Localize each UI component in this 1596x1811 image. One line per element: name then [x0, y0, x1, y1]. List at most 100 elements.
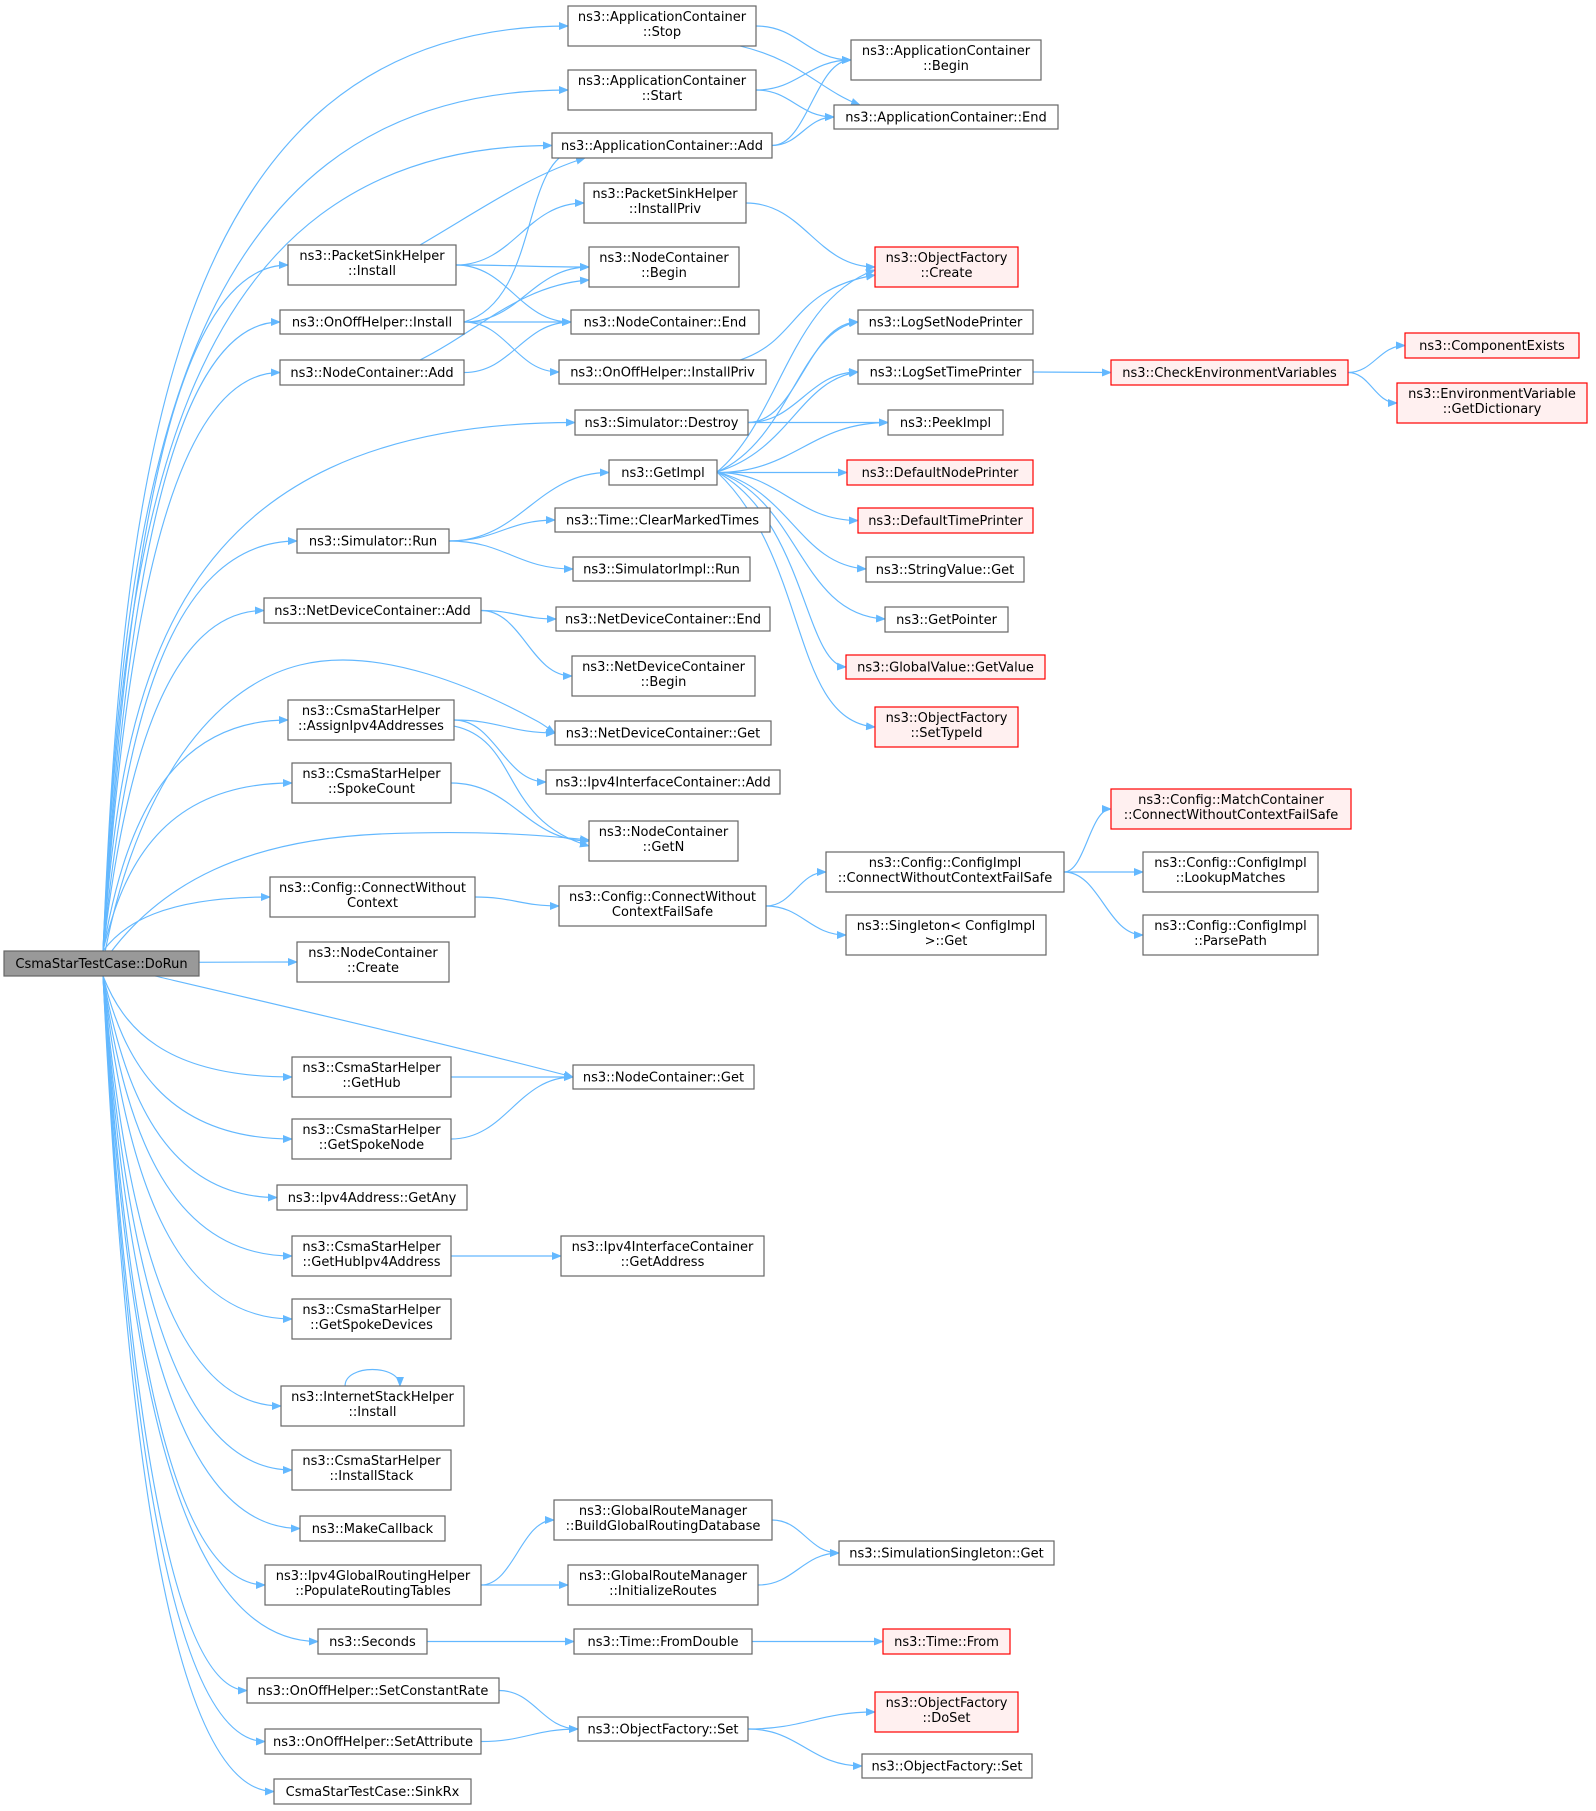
graph-node[interactable]: ns3::EnvironmentVariable::GetDictionary	[1396, 382, 1588, 424]
graph-node[interactable]: ns3::LogSetNodePrinter	[857, 309, 1034, 335]
graph-node[interactable]: ns3::NetDeviceContainer::Get	[554, 720, 772, 746]
graph-node[interactable]: ns3::DefaultNodePrinter	[846, 459, 1034, 486]
graph-node[interactable]: ns3::ComponentExists	[1404, 332, 1580, 359]
node-label: ::GetHub	[342, 1076, 400, 1091]
graph-node[interactable]: ns3::CheckEnvironmentVariables	[1110, 359, 1349, 386]
graph-node[interactable]: ns3::Time::ClearMarkedTimes	[554, 507, 771, 533]
graph-node[interactable]: ns3::OnOffHelper::InstallPriv	[558, 359, 767, 385]
edge-nc_add-to-nc_end	[463, 318, 572, 374]
graph-node[interactable]: ns3::GlobalValue::GetValue	[845, 654, 1046, 680]
graph-node[interactable]: ns3::NetDeviceContainer::Begin	[571, 655, 756, 697]
node-label: ns3::NodeContainer::Get	[583, 1071, 744, 1086]
graph-node[interactable]: ns3::ObjectFactory::DoSet	[874, 1691, 1019, 1733]
node-box	[833, 104, 1059, 130]
graph-node[interactable]: ns3::Config::ConfigImpl::ParsePath	[1142, 914, 1319, 956]
graph-node[interactable]: ns3::Singleton< ConfigImpl>::Get	[845, 914, 1047, 956]
node-box	[573, 1628, 753, 1655]
graph-node[interactable]: ns3::OnOffHelper::SetAttribute	[264, 1728, 482, 1755]
node-label: ns3::Singleton< ConfigImpl	[857, 919, 1035, 934]
graph-node[interactable]: ns3::Ipv4InterfaceContainer::Add	[545, 769, 781, 795]
graph-node[interactable]: ns3::ObjectFactory::Create	[874, 246, 1019, 288]
graph-node[interactable]: ns3::DefaultTimePrinter	[857, 507, 1034, 534]
graph-node[interactable]: ns3::CsmaStarHelper::GetHub	[291, 1056, 452, 1098]
graph-node[interactable]: ns3::PacketSinkHelper::InstallPriv	[583, 182, 747, 224]
graph-node[interactable]: ns3::InternetStackHelper::Install	[280, 1385, 465, 1427]
edge-cfg_cwcfs-to-singleton_get	[765, 905, 847, 939]
edge-getimpl-to-getpointer	[716, 471, 886, 623]
graph-node[interactable]: ns3::CsmaStarHelper::InstallStack	[291, 1449, 452, 1491]
graph-node[interactable]: ns3::CsmaStarHelper::GetSpokeDevices	[291, 1298, 452, 1340]
graph-node[interactable]: ns3::Simulator::Run	[296, 528, 450, 554]
graph-node[interactable]: ns3::Time::From	[882, 1628, 1011, 1655]
graph-node[interactable]: ns3::GlobalRouteManager::BuildGlobalRout…	[553, 1499, 773, 1541]
node-label: ns3::ApplicationContainer	[862, 44, 1031, 59]
graph-node[interactable]: ns3::NetDeviceContainer::Add	[263, 597, 482, 624]
graph-node[interactable]: ns3::ApplicationContainer::Stop	[567, 5, 757, 47]
graph-node[interactable]: ns3::NetDeviceContainer::End	[555, 606, 771, 632]
graph-node[interactable]: ns3::NodeContainer::Add	[279, 359, 465, 386]
graph-node[interactable]: ns3::ApplicationContainer::End	[833, 104, 1059, 130]
graph-node[interactable]: ns3::CsmaStarHelper::AssignIpv4Addresses	[287, 699, 455, 741]
graph-node[interactable]: ns3::Simulator::Destroy	[574, 409, 749, 436]
graph-node[interactable]: ns3::StringValue::Get	[865, 556, 1025, 583]
node-box	[861, 1753, 1033, 1779]
node-box	[588, 820, 739, 862]
graph-node[interactable]: ns3::SimulatorImpl::Run	[572, 556, 751, 582]
graph-node[interactable]: ns3::Ipv4Address::GetAny	[276, 1184, 468, 1211]
edge-root-to-nc_getn	[102, 831, 590, 964]
graph-node[interactable]: ns3::SimulationSingleton::Get	[838, 1540, 1055, 1566]
graph-node[interactable]: ns3::CsmaStarHelper::GetHubIpv4Address	[291, 1235, 452, 1277]
graph-node[interactable]: ns3::NodeContainer::Create	[296, 941, 450, 983]
graph-node[interactable]: ns3::PeekImpl	[887, 409, 1004, 436]
node-box	[3, 950, 200, 977]
node-label: ns3::Config::ConnectWithout	[279, 881, 466, 896]
graph-node[interactable]: ns3::ObjectFactory::Set	[577, 1716, 749, 1742]
graph-node[interactable]: ns3::Config::ConfigImpl::ConnectWithoutC…	[825, 851, 1065, 893]
graph-node[interactable]: ns3::Ipv4GlobalRoutingHelper::PopulateRo…	[264, 1564, 482, 1606]
edge-ac_stop-to-ac_end	[739, 45, 861, 106]
graph-node[interactable]: ns3::Config::ConnectWithoutContextFailSa…	[558, 885, 767, 927]
graph-node[interactable]: ns3::ApplicationContainer::Add	[551, 132, 773, 159]
graph-node[interactable]: ns3::GlobalRouteManager::InitializeRoute…	[567, 1564, 759, 1606]
graph-node[interactable]: ns3::GetImpl	[608, 459, 718, 486]
graph-node[interactable]: CsmaStarTestCase::SinkRx	[273, 1778, 472, 1805]
edge-csh_assign-to-ipv4ic_add	[453, 719, 547, 786]
graph-node[interactable]: ns3::CsmaStarHelper::SpokeCount	[291, 762, 452, 804]
graph-node[interactable]: ns3::OnOffHelper::Install	[279, 309, 465, 335]
graph-node[interactable]: ns3::NodeContainer::Get	[572, 1064, 755, 1090]
graph-node[interactable]: ns3::ApplicationContainer::Start	[567, 69, 757, 111]
graph-node[interactable]: ns3::Config::MatchContainer::ConnectWith…	[1110, 788, 1352, 830]
graph-node[interactable]: ns3::NodeContainer::End	[570, 309, 760, 335]
graph-node[interactable]: ns3::OnOffHelper::SetConstantRate	[246, 1677, 500, 1704]
node-box	[291, 1298, 452, 1340]
edge-sim_run-to-getimpl	[448, 468, 610, 542]
graph-node[interactable]: ns3::PacketSinkHelper::Install	[287, 244, 457, 286]
graph-node[interactable]: ns3::ObjectFactory::SetTypeId	[874, 706, 1019, 748]
node-label: ns3::OnOffHelper::Install	[292, 316, 452, 331]
node-layer: CsmaStarTestCase::DoRunns3::ApplicationC…	[3, 5, 1588, 1805]
graph-node[interactable]: ns3::Ipv4InterfaceContainer::GetAddress	[560, 1235, 765, 1277]
node-label: ns3::OnOffHelper::InstallPriv	[570, 366, 755, 381]
graph-node[interactable]: ns3::Config::ConfigImpl::LookupMatches	[1142, 851, 1319, 893]
graph-node[interactable]: ns3::NodeContainer::Begin	[588, 246, 740, 288]
edge-ndc_add-to-ndc_begin	[480, 609, 573, 680]
node-label: ns3::Config::ConfigImpl	[1154, 919, 1307, 934]
graph-node[interactable]: ns3::Time::FromDouble	[573, 1628, 753, 1655]
graph-node[interactable]: ns3::NodeContainer::GetN	[588, 820, 739, 862]
edge-root-to-csh_getspokedev	[102, 975, 293, 1323]
graph-node[interactable]: ns3::MakeCallback	[299, 1515, 446, 1542]
edge-getimpl-to-log_time	[716, 369, 859, 473]
node-label: ns3::ObjectFactory::Set	[871, 1760, 1022, 1775]
graph-node[interactable]: ns3::Config::ConnectWithoutContext	[269, 876, 476, 918]
graph-node[interactable]: ns3::ObjectFactory::Set	[861, 1753, 1033, 1779]
graph-node[interactable]: ns3::Seconds	[317, 1628, 428, 1655]
node-box	[291, 1235, 452, 1277]
graph-node[interactable]: ns3::ApplicationContainer::Begin	[850, 39, 1042, 81]
edge-root-to-cfg_cwc	[102, 893, 271, 952]
node-label: ns3::GetPointer	[896, 613, 997, 628]
graph-node[interactable]: ns3::LogSetTimePrinter	[857, 359, 1034, 385]
node-label: ns3::StringValue::Get	[876, 563, 1014, 578]
graph-node[interactable]: ns3::CsmaStarHelper::GetSpokeNode	[291, 1118, 452, 1160]
graph-node[interactable]: ns3::GetPointer	[884, 606, 1009, 633]
node-label: ns3::ApplicationContainer::Add	[561, 139, 763, 154]
